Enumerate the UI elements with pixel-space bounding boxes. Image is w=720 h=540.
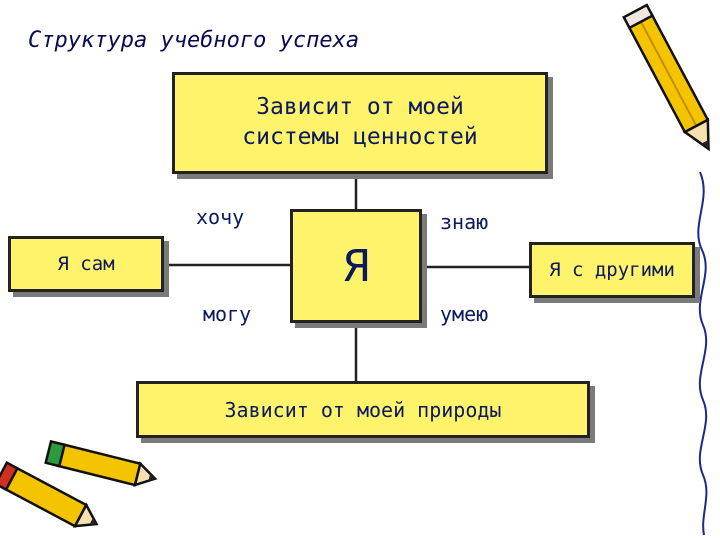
wavy-line (697, 171, 708, 536)
pencil-icon (622, 3, 710, 152)
label-can: могу (203, 302, 252, 326)
values-box-line-1: Зависит от моей (256, 94, 464, 121)
page-title: Структура учебного успеха (28, 28, 360, 53)
values-box-line-2: системы ценностей (242, 124, 478, 150)
label-want: хочу (196, 205, 245, 229)
label-know: знаю (440, 210, 489, 234)
myself-box: Я сам (8, 236, 164, 292)
pencil-icon (0, 461, 99, 528)
label-able: умею (440, 302, 489, 326)
with-others-box: Я с другими (529, 242, 695, 298)
values-box: Зависит от моей системы ценностей (172, 72, 548, 174)
pencil-icon (44, 439, 158, 487)
nature-box: Зависит от моей природы (136, 381, 590, 438)
self-box: Я (290, 209, 422, 323)
